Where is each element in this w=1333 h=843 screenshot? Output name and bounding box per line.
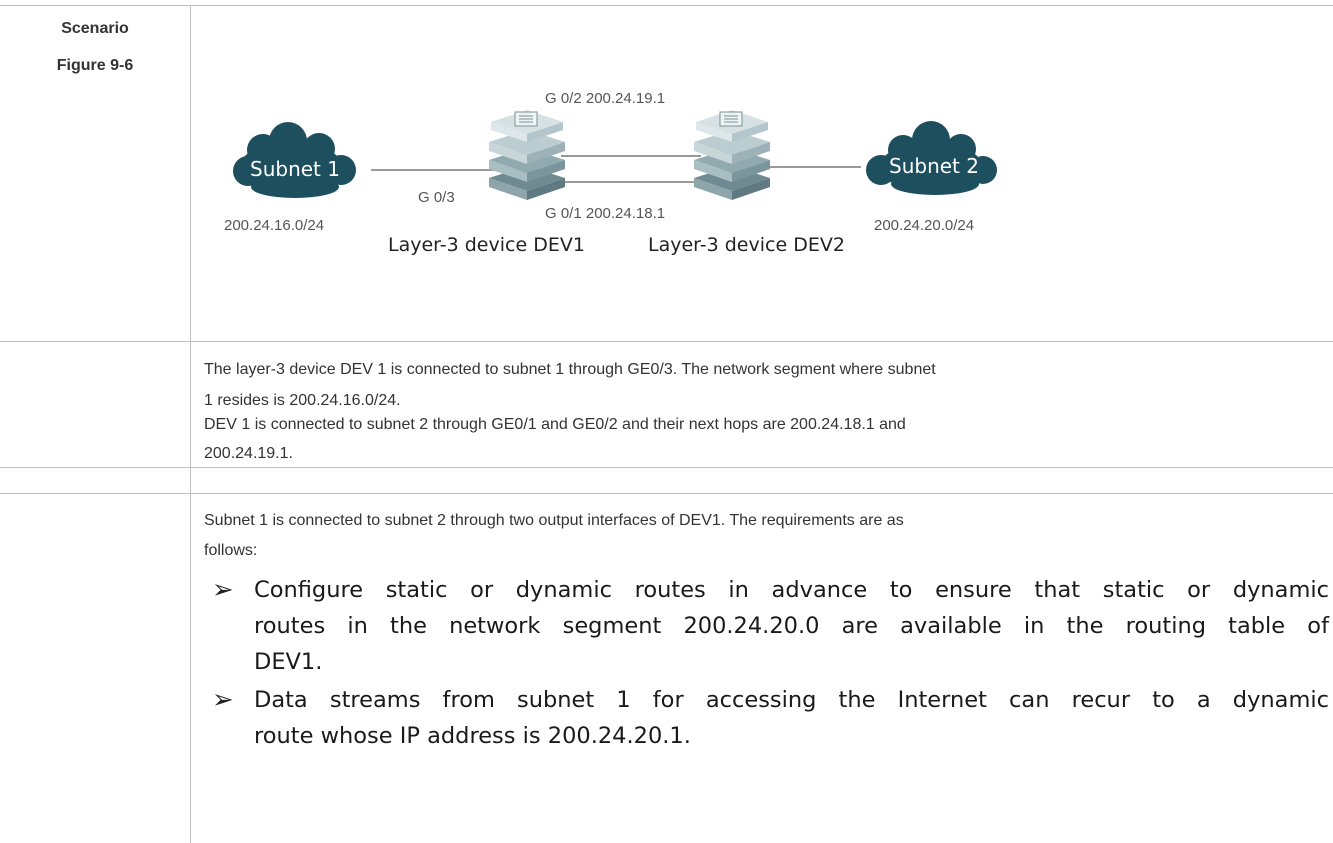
dev1-label: Layer-3 device DEV1 <box>388 234 585 256</box>
requirement-item-1-line-2: routes in the network segment 200.24.20.… <box>254 613 1329 639</box>
network-diagram: Subnet 1 Subnet 2 <box>224 90 997 256</box>
requirements-intro-1: Subnet 1 is connected to subnet 2 throug… <box>204 512 904 529</box>
scenario-label: Scenario <box>61 20 129 37</box>
link-g01-label: G 0/1 200.24.18.1 <box>545 205 665 222</box>
figure-label: Figure 9-6 <box>56 57 134 74</box>
requirement-item-1-line-1: Configure static or dynamic routes in ad… <box>254 577 1329 603</box>
subnet1-address: 200.24.16.0/24 <box>224 217 324 234</box>
description-line-1: The layer-3 device DEV 1 is connected to… <box>204 361 936 378</box>
requirement-item-2-line-1: Data streams from subnet 1 for accessing… <box>254 687 1329 713</box>
link-g02-label: G 0/2 200.24.19.1 <box>545 90 665 107</box>
dev1-icon <box>489 110 565 200</box>
requirement-item-1-text: Configure static or dynamic routes in ad… <box>254 572 1329 680</box>
dev2-icon <box>694 110 770 200</box>
requirement-item-2-line-2: route whose IP address is 200.24.20.1. <box>254 723 691 749</box>
subnet2-address: 200.24.20.0/24 <box>874 217 974 234</box>
requirement-item-1-line-3: DEV1. <box>254 649 323 675</box>
subnet2-label: Subnet 2 <box>889 154 979 178</box>
row-divider-2 <box>0 467 1333 468</box>
requirement-item-1: ➢ Configure static or dynamic routes in … <box>204 572 1329 682</box>
description-line-2: 1 resides is 200.24.16.0/24. <box>204 392 401 409</box>
subnet2-cloud <box>866 121 997 195</box>
table-border-top <box>0 5 1333 6</box>
subnet1-cloud <box>233 122 356 198</box>
description-line-4: 200.24.19.1. <box>204 445 293 462</box>
port-g03-label: G 0/3 <box>418 189 455 206</box>
table-column-divider <box>190 5 191 843</box>
bullet-arrow-icon: ➢ <box>212 685 234 715</box>
subnet1-label: Subnet 1 <box>250 157 340 181</box>
description-line-3: DEV 1 is connected to subnet 2 through G… <box>204 416 906 433</box>
bullet-arrow-icon: ➢ <box>212 575 234 605</box>
row-divider-1 <box>0 341 1333 342</box>
dev2-label: Layer-3 device DEV2 <box>648 234 845 256</box>
row-divider-3 <box>0 493 1333 494</box>
requirements-intro-2: follows: <box>204 542 258 559</box>
requirement-item-2-text: Data streams from subnet 1 for accessing… <box>254 682 1329 754</box>
requirement-item-2: ➢ Data streams from subnet 1 for accessi… <box>204 682 1329 757</box>
